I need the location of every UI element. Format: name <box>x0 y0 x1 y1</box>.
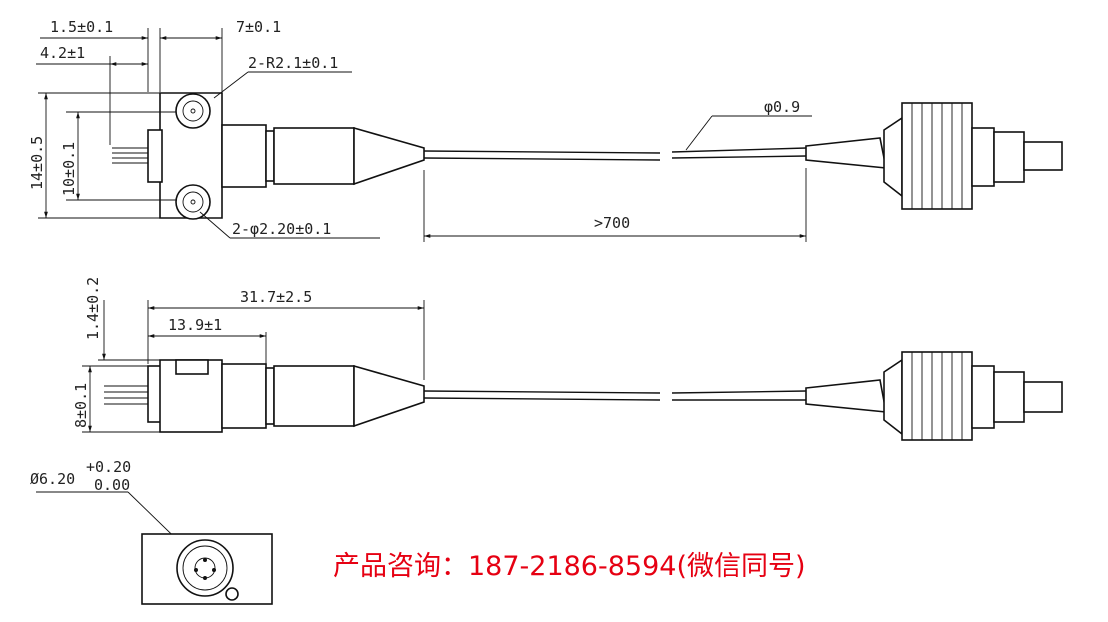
dim-end-tol-upper: +0.20 <box>86 458 131 476</box>
top-fc-connector <box>805 102 1063 210</box>
side-pins <box>104 385 150 405</box>
side-boot <box>353 364 425 428</box>
dim-height: 8±0.1 <box>72 383 90 428</box>
side-view: 31.7±2.5 13.9±1 1.4±0.2 8±0.1 <box>72 277 1063 441</box>
end-view: Ø6.20 +0.20 0.00 <box>30 458 273 605</box>
dim-body-length: 13.9±1 <box>168 316 222 334</box>
end-view-header <box>176 539 234 597</box>
dim-holes: 2-φ2.20±0.1 <box>232 220 331 238</box>
product-inquiry-contact: 产品咨询：187-2186-8594(微信同号) <box>333 551 806 582</box>
top-pins <box>112 147 150 164</box>
top-boot <box>353 126 425 186</box>
dim-end-tol-lower: 0.00 <box>94 476 130 494</box>
dim-offset: 1.4±0.2 <box>84 277 102 340</box>
dim-fiber-diameter: φ0.9 <box>764 98 800 116</box>
dim-height-outer: 14±0.5 <box>28 136 46 190</box>
dim-end-diameter: Ø6.20 <box>30 470 75 488</box>
top-view: 1.5±0.1 7±0.1 4.2±1 2-R2.1±0.1 14±0.5 10… <box>28 18 1063 242</box>
side-fc-connector <box>805 351 1063 441</box>
top-hole-upper <box>175 93 211 129</box>
dim-flange-width: 7±0.1 <box>236 18 281 36</box>
dim-total-length: 31.7±2.5 <box>240 288 312 306</box>
dim-height-inner: 10±0.1 <box>60 142 78 196</box>
dim-flange-thickness: 1.5±0.1 <box>50 18 113 36</box>
dim-pin-length: 4.2±1 <box>40 44 85 62</box>
dim-fiber-length: >700 <box>594 214 630 232</box>
dim-radius: 2-R2.1±0.1 <box>248 54 338 72</box>
top-hole-lower <box>175 184 211 220</box>
